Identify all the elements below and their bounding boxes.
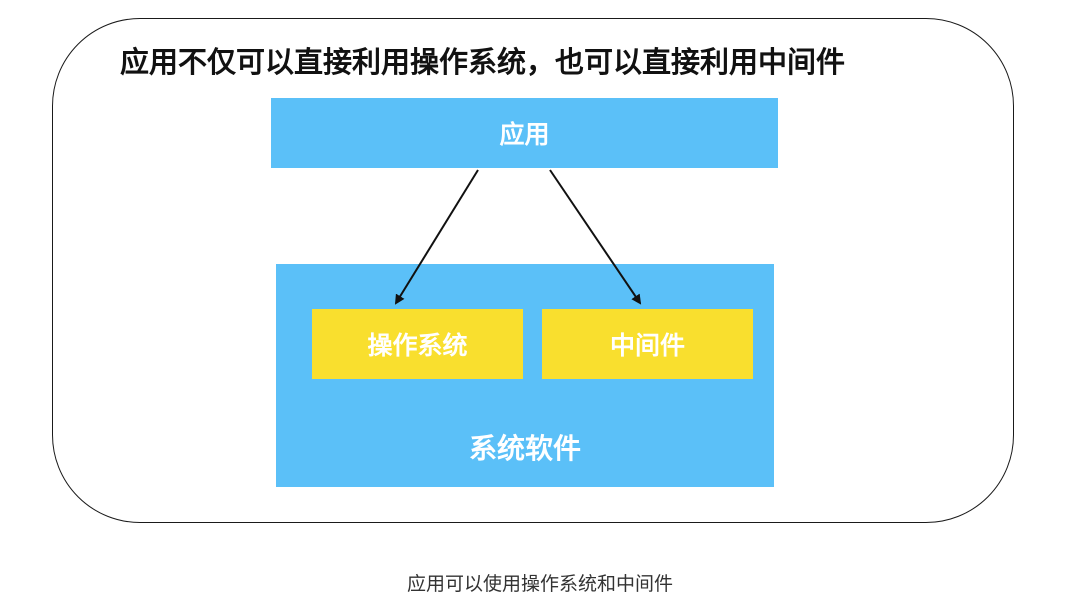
diagram-headline: 应用不仅可以直接利用操作系统，也可以直接利用中间件 <box>120 45 846 79</box>
figure-caption: 应用可以使用操作系统和中间件 <box>406 573 673 595</box>
system-software-label: 系统软件 <box>468 432 581 465</box>
application-label: 应用 <box>499 120 550 149</box>
middleware-label: 中间件 <box>609 331 685 360</box>
operating-system-box: 操作系统 <box>312 309 523 379</box>
middleware-box: 中间件 <box>542 309 753 379</box>
diagram-frame <box>52 18 1014 523</box>
application-box: 应用 <box>271 98 778 168</box>
operating-system-label: 操作系统 <box>367 331 468 360</box>
